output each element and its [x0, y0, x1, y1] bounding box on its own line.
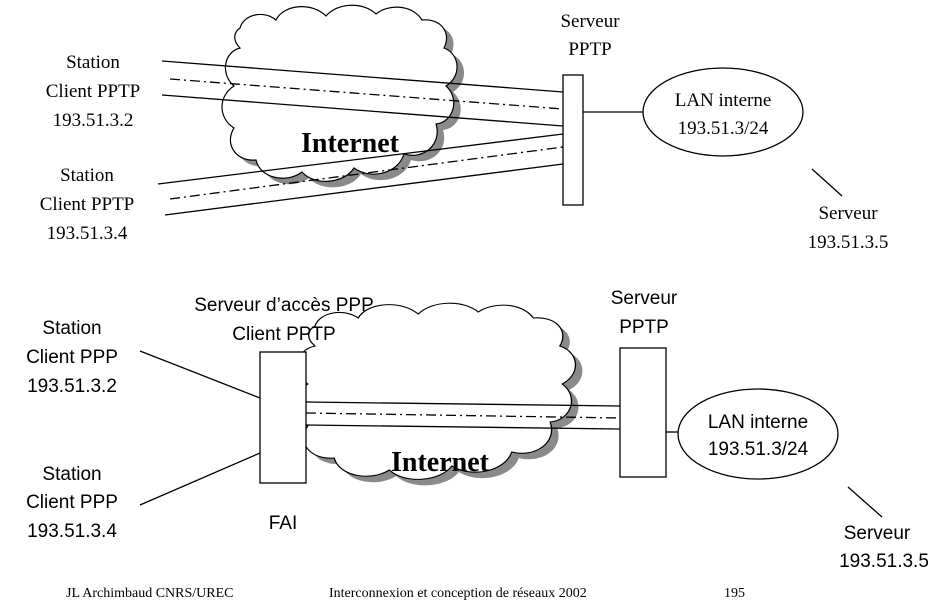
- lan-subnet-1: 193.51.3/24: [678, 118, 769, 139]
- footer-page-number: 195: [724, 586, 745, 601]
- internet-label-2: Internet: [391, 447, 490, 478]
- station-2-role: Client PPTP: [40, 194, 135, 215]
- lan-label-1: LAN interne: [675, 90, 772, 111]
- ppp-link-station-2: [139, 452, 261, 506]
- pptp-server-label-2: Serveur: [611, 288, 678, 309]
- pptp-server-sublabel-1: PPTP: [568, 39, 611, 60]
- station-1-label: Station: [66, 52, 120, 73]
- lan-label-2: LAN interne: [708, 412, 808, 433]
- pptp-server-sublabel-2: PPTP: [619, 317, 669, 338]
- server-leader-line-1: [811, 168, 843, 197]
- tunnel-line-top-2: [305, 401, 621, 407]
- station-4-label: Station: [42, 464, 101, 485]
- lan-ellipse-2: [677, 388, 839, 480]
- internet-label-1: Internet: [301, 128, 400, 159]
- pptp-server-label-1: Serveur: [560, 11, 620, 32]
- diagram-1: Station Client PPTP 193.51.3.2 Station C…: [40, 4, 889, 253]
- footer: JL Archimbaud CNRS/UREC Interconnexion e…: [66, 586, 745, 601]
- station-3-role: Client PPP: [26, 347, 118, 368]
- tunnel-line-bottom-2: [305, 424, 621, 430]
- access-server-label: Serveur d’accès PPP: [194, 295, 374, 316]
- station-4-role: Client PPP: [26, 492, 118, 513]
- pptp-server-box-1: [562, 74, 584, 206]
- tunnel-line-s2-top: [157, 133, 564, 185]
- server-leader-line-2: [847, 486, 883, 518]
- station-3-label: Station: [42, 318, 101, 339]
- footer-author: JL Archimbaud CNRS/UREC: [66, 586, 234, 601]
- tunnel-line-s1-bottom: [161, 94, 564, 127]
- station-2-label: Station: [60, 165, 114, 186]
- ppp-link-station-1: [139, 350, 261, 399]
- lan-subnet-2: 193.51.3/24: [708, 439, 809, 460]
- fai-label: FAI: [269, 513, 298, 534]
- server-label-2: Serveur: [844, 523, 911, 544]
- station-1-ip: 193.51.3.2: [53, 110, 134, 131]
- lan-ellipse-1: [642, 67, 804, 157]
- server-ip-2: 193.51.3.5: [839, 551, 929, 572]
- tunnel-line-dashed-2: [305, 412, 621, 419]
- station-3-ip: 193.51.3.2: [27, 376, 117, 397]
- station-1-role: Client PPTP: [46, 81, 141, 102]
- server-label-1: Serveur: [818, 203, 878, 224]
- tunnel-line-s2-dashed: [169, 146, 564, 200]
- pptp-server-box-2: [619, 347, 667, 478]
- station-2-ip: 193.51.3.4: [47, 223, 128, 244]
- tunnel-line-s1-top: [161, 60, 564, 93]
- station-4-ip: 193.51.3.4: [27, 521, 117, 542]
- tunnel-line-s1-dashed: [169, 78, 564, 110]
- diagram-2: Station Client PPP 193.51.3.2 Station Cl…: [26, 288, 929, 572]
- footer-title: Interconnexion et conception de réseaux …: [329, 586, 587, 601]
- tunnel-line-s2-bottom: [164, 163, 564, 216]
- access-server-box: [259, 351, 307, 484]
- access-server-role: Client PPTP: [232, 324, 335, 345]
- server-ip-1: 193.51.3.5: [808, 232, 889, 253]
